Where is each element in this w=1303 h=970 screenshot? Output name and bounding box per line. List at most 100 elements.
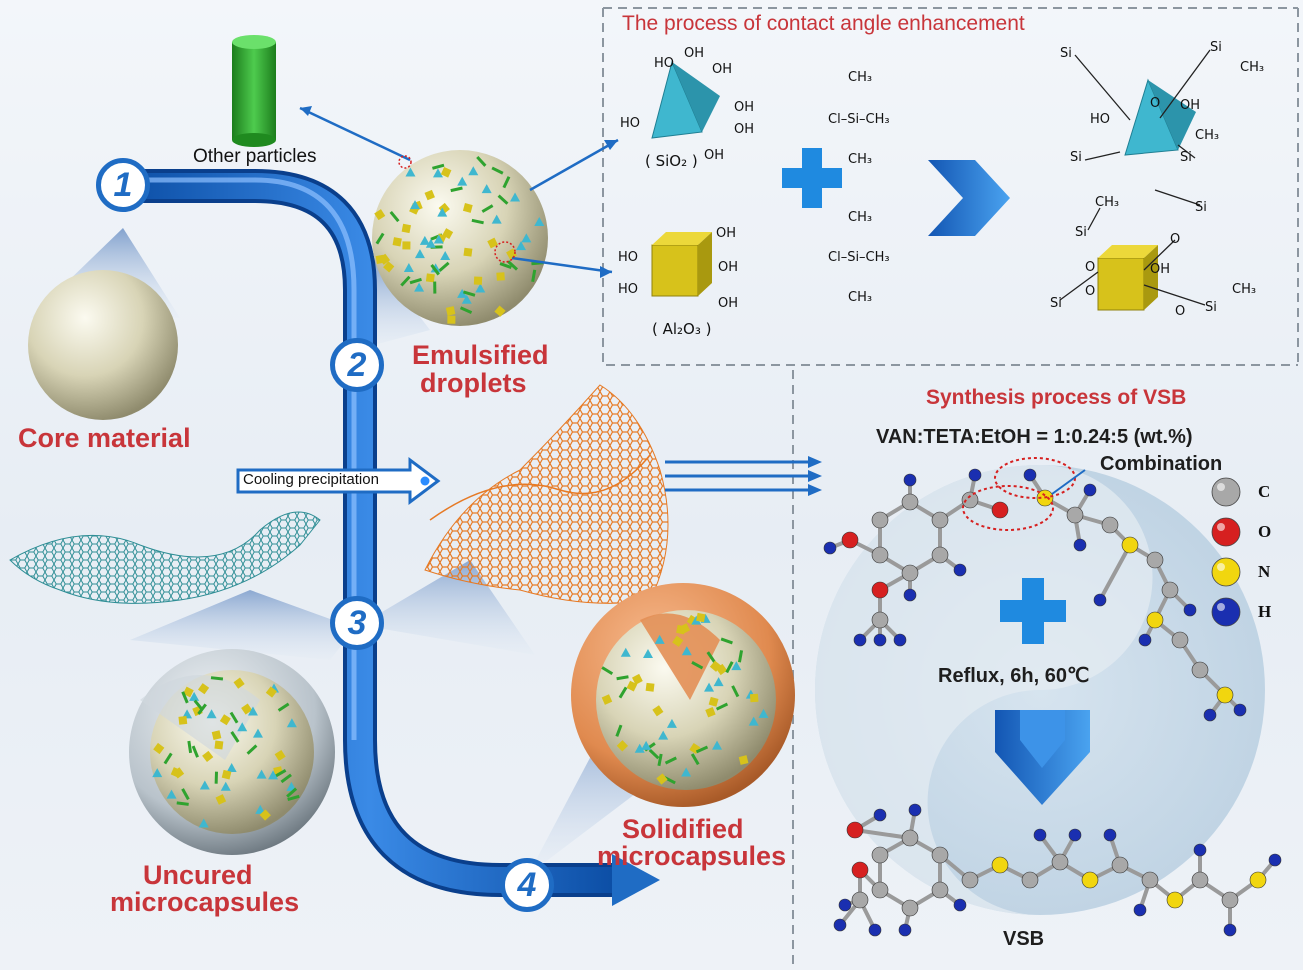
particle	[274, 749, 286, 762]
particle	[715, 702, 729, 711]
atom-H	[953, 898, 967, 912]
particle	[648, 748, 660, 760]
atom-H	[838, 898, 852, 912]
bond-line	[1177, 144, 1196, 159]
legend-sphere-H	[1211, 597, 1241, 627]
prod-o-2: O	[1085, 260, 1096, 275]
particle	[268, 770, 279, 780]
legend-highlight-H	[1217, 603, 1225, 611]
atom-C	[931, 546, 949, 564]
particle	[658, 730, 669, 740]
atom-O	[851, 861, 869, 879]
legend-highlight-N	[1217, 563, 1225, 571]
particle	[664, 756, 677, 765]
particle	[516, 241, 527, 251]
particle	[437, 207, 448, 217]
legend-highlight-C	[1217, 483, 1225, 491]
al-oh-2: OH	[718, 260, 739, 275]
particle	[197, 683, 210, 695]
atom-H	[898, 923, 912, 937]
particle	[461, 294, 472, 304]
emulsified-label-line1: Emulsified	[412, 340, 549, 370]
legend-h-label: H	[1258, 602, 1272, 621]
particle	[163, 752, 173, 765]
atom-H	[833, 918, 847, 932]
legend-n-label: N	[1258, 562, 1271, 581]
particle	[616, 740, 629, 752]
core-material-label: Core material	[18, 423, 191, 453]
particle	[534, 217, 545, 227]
atom-C	[871, 546, 889, 564]
atom-N	[1166, 891, 1184, 909]
particle	[615, 724, 623, 737]
particle	[471, 218, 484, 225]
legend-sphere-C	[1211, 477, 1241, 507]
legend-sphere-N	[1211, 557, 1241, 587]
bond-line	[1087, 207, 1101, 231]
atom-C	[1101, 516, 1119, 534]
bond-line	[1084, 151, 1121, 161]
particle	[749, 693, 759, 703]
particle	[189, 691, 200, 701]
atom-C	[871, 846, 889, 864]
particle	[666, 718, 677, 728]
prod-ch3-3: CH₃	[1095, 195, 1120, 210]
atom-H	[1138, 633, 1152, 647]
al-ho-2: HO	[618, 282, 639, 297]
atom-C	[1221, 891, 1239, 909]
prod-ch3-1: CH₃	[1240, 60, 1265, 75]
particle	[696, 612, 706, 623]
particle	[720, 637, 733, 645]
particle	[690, 753, 700, 766]
particle	[468, 166, 479, 176]
particle	[758, 708, 769, 718]
atom-H	[1103, 828, 1117, 842]
particle	[476, 155, 487, 167]
sio2-oh-6: HO	[620, 116, 641, 131]
particle	[737, 650, 744, 663]
prod-si-5: Si	[1195, 200, 1207, 215]
step-1-badge: 1	[96, 158, 150, 212]
particle	[403, 262, 414, 272]
particle	[178, 715, 188, 725]
sio2-oh-4: OH	[734, 100, 755, 115]
particle	[383, 261, 395, 273]
particle	[475, 283, 486, 293]
particle	[405, 167, 416, 177]
atom-O	[991, 501, 1009, 519]
atom-C	[1051, 853, 1069, 871]
atom-C	[931, 846, 949, 864]
particle	[626, 680, 638, 692]
particle	[632, 673, 643, 685]
particle	[202, 750, 214, 763]
solidified-label-line2: microcapsules	[597, 841, 787, 871]
atom-C	[1161, 581, 1179, 599]
particle	[206, 709, 217, 719]
particle	[198, 818, 209, 828]
particle	[410, 200, 421, 210]
particle	[414, 282, 425, 292]
particle	[210, 676, 224, 681]
particle	[663, 776, 676, 785]
particle	[375, 232, 385, 245]
atom-H	[873, 808, 887, 822]
prod-o-3: O	[1085, 284, 1096, 299]
atom-H	[1133, 903, 1147, 917]
uncured-label-line2: microcapsules	[110, 887, 300, 917]
particle	[172, 767, 185, 779]
atom-C	[901, 899, 919, 917]
particle	[221, 769, 232, 780]
particle	[491, 214, 502, 224]
sio2-label: ( SiO₂ )	[645, 152, 698, 170]
particle	[507, 260, 519, 271]
atom-C	[901, 493, 919, 511]
particle	[255, 804, 266, 814]
bond-line	[1154, 189, 1201, 206]
particle	[463, 247, 473, 257]
particle	[691, 661, 704, 670]
atom-H	[823, 541, 837, 555]
atom-H	[853, 633, 867, 647]
emulsified-label-line2: droplets	[420, 368, 527, 398]
synthesis-title: Synthesis process of VSB	[926, 386, 1187, 409]
